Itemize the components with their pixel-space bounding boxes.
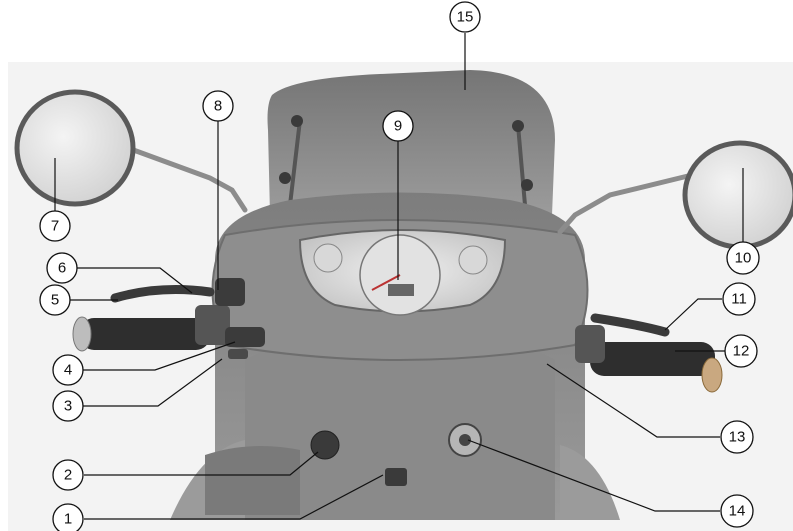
callout-12: 12 [724,334,758,368]
windscreen [267,70,555,215]
callout-11: 11 [722,282,756,316]
callout-6-label: 6 [58,260,66,277]
callout-5-label: 5 [51,292,59,309]
callout-10-label: 10 [735,250,752,267]
callout-4-label: 4 [64,362,72,379]
left-mirror [14,89,136,207]
callout-7: 7 [39,210,71,242]
callout-14-label: 14 [729,503,746,520]
right-grip [590,342,715,376]
callout-11-label: 11 [731,291,747,308]
callout-14: 14 [720,494,754,528]
callout-15-label: 15 [457,9,474,26]
left-switch-block [215,278,245,306]
callout-13: 13 [720,420,754,454]
right-brake-lever [590,313,670,337]
callout-12-label: 12 [733,343,750,360]
callout-8: 8 [202,90,234,122]
callout-5: 5 [39,284,71,316]
callout-8-label: 8 [214,98,222,115]
hook [385,468,407,486]
callout-6: 6 [46,252,78,284]
callout-15: 15 [449,1,481,33]
callout-3: 3 [52,390,84,422]
callout-3-label: 3 [64,398,72,415]
left-brake-lever [110,285,215,303]
leader-lines [54,33,744,520]
left-grip [80,318,210,350]
callout-9-label: 9 [394,118,402,135]
callout-4: 4 [52,354,84,386]
callout-7-label: 7 [51,218,59,235]
callout-2: 2 [52,459,84,491]
right-mirror [682,140,793,250]
callout-13-label: 13 [729,429,746,446]
callout-9: 9 [382,110,414,142]
callout-2-label: 2 [64,467,72,484]
callout-10: 10 [726,241,760,275]
callout-1: 1 [52,503,84,531]
callout-1-label: 1 [64,511,72,528]
